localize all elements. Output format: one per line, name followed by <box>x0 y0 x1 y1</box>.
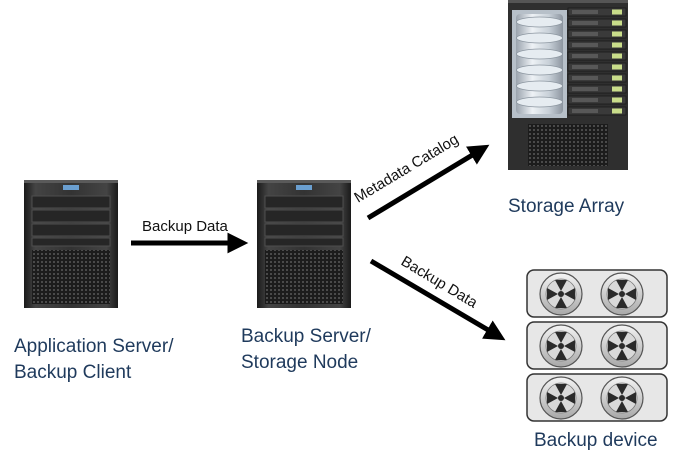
application-server-label-line1: Application Server/ <box>14 336 174 357</box>
edge-label-backup-data-client: Backup Data <box>142 218 229 235</box>
application-server-label-line2: Backup Client <box>14 362 132 383</box>
backup-server-icon <box>256 179 352 309</box>
storage-array-label: Storage Array <box>508 194 624 220</box>
backup-server-label: Backup Server/ Storage Node <box>241 324 371 376</box>
backup-server-label-line1: Backup Server/ <box>241 326 371 347</box>
backup-server-label-line2: Storage Node <box>241 352 359 373</box>
arrow-server-to-array <box>366 144 490 221</box>
application-server-icon <box>23 179 119 309</box>
tape-library-icon <box>526 269 668 422</box>
storage-array-icon <box>508 0 628 170</box>
backup-device-label: Backup device <box>534 429 658 453</box>
storage-array-label-text: Storage Array <box>508 196 625 217</box>
arrow-server-to-device <box>369 258 506 341</box>
application-server-label: Application Server/ Backup Client <box>14 334 173 386</box>
backup-device-label-text: Backup device <box>534 430 658 451</box>
